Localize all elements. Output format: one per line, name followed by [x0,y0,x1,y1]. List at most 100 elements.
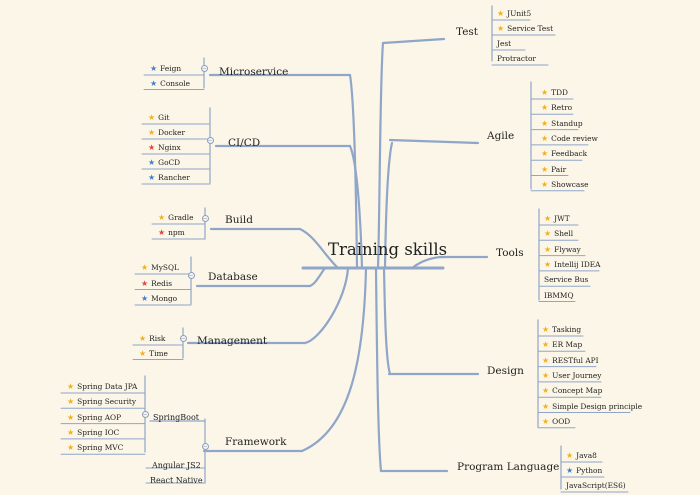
category-program_language[interactable]: Program Language [457,461,560,473]
category-microservice[interactable]: Microservice [219,66,289,78]
leaf-tools[interactable]: ★Shell [544,230,573,238]
category-management[interactable]: Management [197,335,268,347]
leaf-label: Jest [497,39,512,48]
leaf-label: Spring AOP [77,412,122,422]
leaf-agile[interactable]: ★Code review [541,133,598,143]
gold-star-icon: ★ [542,401,550,411]
subtopic-angular[interactable]: Angular JS2 [152,461,201,470]
gold-star-icon: ★ [542,340,550,350]
leaf-microservice[interactable]: ★Console [150,78,191,88]
leaf-management[interactable]: ★Risk [139,335,165,343]
gold-star-icon: ★ [67,412,75,422]
leaf-test[interactable]: ★Service Test [497,25,553,33]
leaf-tools[interactable]: IBMMQ [544,290,574,300]
category-build[interactable]: Build [225,214,253,226]
leaf-agile[interactable]: ★Retro [541,104,572,112]
leaf-springboot[interactable]: ★Spring AOP [67,412,122,422]
leaf-tools[interactable]: Service Bus [544,276,588,283]
leaf-label: Python [576,466,603,475]
collapse-framework-icon[interactable]: − [201,442,209,450]
leaf-design[interactable]: ★OOD [542,417,570,426]
leaf-database[interactable]: ★MySQL [141,264,179,272]
collapse-database-icon[interactable]: − [187,272,195,279]
leaf-test[interactable]: ★JUnit5 [497,10,531,18]
leaf-label: Code review [551,133,598,143]
leaf-agile[interactable]: ★Feedback [541,150,587,158]
root-topic[interactable]: Training skills [328,240,448,259]
leaf-management[interactable]: ★Time [139,348,168,358]
collapse-springboot-icon[interactable]: − [141,410,149,418]
leaf-cicd[interactable]: ★GoCD [148,159,180,167]
blue-star-icon: ★ [148,158,156,167]
leaf-label: Showcase [551,179,589,189]
leaf-build[interactable]: ★Gradle [158,214,193,222]
leaf-label: Feedback [551,149,588,159]
leaf-cicd[interactable]: ★Nginx [148,144,181,152]
category-database[interactable]: Database [208,271,258,283]
leaf-design[interactable]: ★ER Map [542,341,582,349]
collapse-management-icon[interactable]: − [179,334,187,342]
leaf-agile[interactable]: ★Showcase [541,179,589,189]
gold-star-icon: ★ [541,164,549,174]
leaf-cicd[interactable]: ★Git [148,114,169,122]
collapse-build-icon[interactable]: − [201,215,209,222]
category-tools[interactable]: Tools [496,247,524,259]
leaf-cicd[interactable]: ★Rancher [148,174,190,182]
leaf-database[interactable]: ★Redis [141,279,172,288]
leaf-program_language[interactable]: JavaScript(ES6) [566,482,626,489]
leaf-springboot[interactable]: ★Spring Data JPA [67,383,137,391]
leaf-springboot[interactable]: ★Spring MVC [67,444,123,452]
leaf-label: GoCD [158,158,181,167]
category-agile[interactable]: Agile [487,130,515,142]
leaf-design[interactable]: ★Tasking [542,326,581,334]
gold-star-icon: ★ [148,128,156,137]
subtopic-springboot[interactable]: SpringBoot [153,413,199,422]
leaf-label: Console [160,78,191,88]
collapse-microservice-icon[interactable]: − [200,64,208,72]
leaf-test[interactable]: Jest [497,40,511,47]
gold-star-icon: ★ [544,244,552,254]
leaf-tools[interactable]: ★JWT [544,215,570,223]
gold-star-icon: ★ [139,334,147,343]
gold-star-icon: ★ [542,325,550,334]
category-framework[interactable]: Framework [225,436,287,448]
leaf-label: Time [149,348,168,358]
category-design[interactable]: Design [487,365,524,377]
leaf-microservice[interactable]: ★Feign [150,65,181,73]
leaf-test[interactable]: Protractor [497,55,536,62]
leaf-agile[interactable]: ★Standup [541,119,583,128]
leaf-springboot[interactable]: ★Spring IOC [67,427,119,437]
leaf-agile[interactable]: ★Pair [541,164,566,174]
collapse-cicd-icon[interactable]: − [206,137,214,144]
leaf-label: Protractor [497,54,536,63]
blue-star-icon: ★ [141,294,149,303]
leaf-design[interactable]: ★RESTful API [542,355,599,365]
gold-star-icon: ★ [67,427,75,437]
leaf-tools[interactable]: ★Flyway [544,244,581,254]
leaf-label: Nginx [158,143,181,152]
gold-star-icon: ★ [566,451,574,460]
leaf-program_language[interactable]: ★Java8 [566,452,597,460]
leaf-program_language[interactable]: ★Python [566,467,602,475]
leaf-label: Gradle [168,213,194,222]
gold-star-icon: ★ [542,355,550,365]
leaf-design[interactable]: ★Concept Map [542,387,602,395]
leaf-agile[interactable]: ★TDD [541,89,568,97]
gold-star-icon: ★ [544,259,552,269]
category-test[interactable]: Test [456,26,479,38]
leaf-build[interactable]: ★npm [158,229,185,237]
leaf-label: Spring Data JPA [77,382,138,391]
leaf-design[interactable]: ★User Journey [542,371,601,380]
subtopic-react[interactable]: React Native [150,476,203,485]
category-cicd[interactable]: CI/CD [228,137,261,149]
leaf-label: IBMMQ [544,290,574,300]
leaf-springboot[interactable]: ★Spring Security [67,398,136,406]
gold-star-icon: ★ [541,88,549,97]
leaf-database[interactable]: ★Mongo [141,295,177,303]
leaf-label: Java8 [576,451,597,460]
leaf-tools[interactable]: ★Intellij IDEA [544,259,601,269]
leaf-cicd[interactable]: ★Docker [148,129,185,137]
gold-star-icon: ★ [497,24,505,33]
leaf-design[interactable]: ★Simple Design principle [542,401,642,411]
